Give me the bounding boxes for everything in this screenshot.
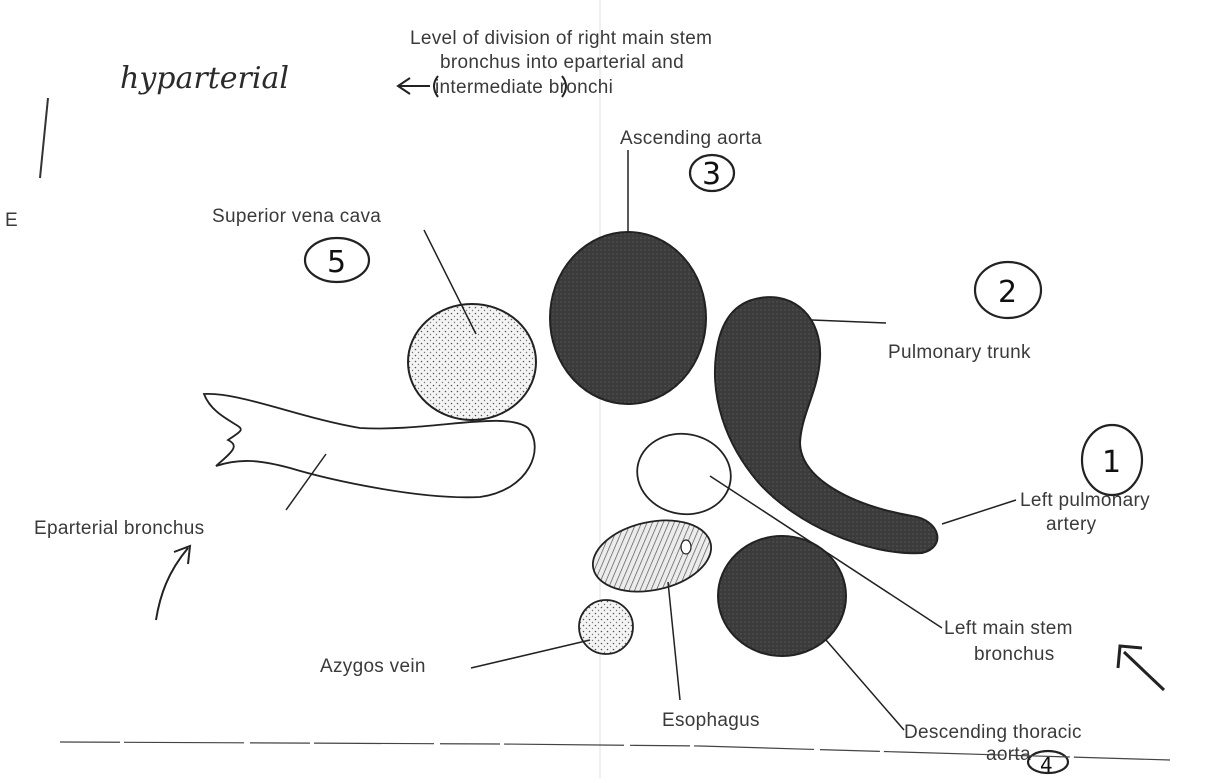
circled-number-4: 4 xyxy=(1028,751,1068,777)
esophagus-label: Esophagus xyxy=(662,710,760,731)
descending-aorta-shape xyxy=(718,536,846,656)
handwritten-pointer-arrow-icon xyxy=(1118,646,1164,690)
esophagus-shape xyxy=(586,510,718,601)
pulmonary-trunk-label: Pulmonary trunk xyxy=(888,342,1031,363)
svg-text:5: 5 xyxy=(327,245,346,280)
svg-text:1: 1 xyxy=(1102,445,1121,480)
azygos-vein-label: Azygos vein xyxy=(320,656,426,677)
superior-vena-cava-shape xyxy=(408,304,536,420)
eparterial-bronchus-label: Eparterial bronchus xyxy=(34,518,204,539)
margin-mark: E xyxy=(5,210,18,231)
azygos-vein-leader xyxy=(471,640,590,668)
left-pulmonary-artery-label-line2: artery xyxy=(1046,514,1097,535)
left-pulmonary-artery-label-line1: Left pulmonary xyxy=(1020,490,1150,511)
circled-number-5: 5 xyxy=(305,238,369,282)
left-main-stem-bronchus-label-line2: bronchus xyxy=(974,644,1055,665)
esophagus-lumen xyxy=(681,540,691,554)
circled-number-1: 1 xyxy=(1082,425,1142,495)
left-main-stem-bronchus-shape xyxy=(631,426,737,521)
margin-pen-stroke xyxy=(40,98,48,178)
circled-number-3: 3 xyxy=(690,155,734,192)
handwritten-arrow-icon xyxy=(398,78,430,94)
svg-text:3: 3 xyxy=(702,157,721,192)
esophagus-leader xyxy=(668,582,680,700)
handwritten-up-arrow-icon xyxy=(156,546,190,620)
header-line-3: intermediate bronchi xyxy=(435,77,613,98)
header-line-2: bronchus into eparterial and xyxy=(440,52,684,73)
azygos-vein-shape xyxy=(579,600,633,654)
svg-text:2: 2 xyxy=(998,275,1017,310)
ascending-aorta-shape xyxy=(550,232,706,404)
left-pulmonary-artery-leader xyxy=(942,500,1016,524)
ascending-aorta-label: Ascending aorta xyxy=(620,128,762,149)
descending-aorta-label-line1: Descending thoracic xyxy=(904,722,1082,743)
superior-vena-cava-label: Superior vena cava xyxy=(212,206,381,227)
header-line-1: Level of division of right main stem xyxy=(410,28,712,49)
descending-aorta-leader xyxy=(826,640,904,730)
circled-number-2: 2 xyxy=(975,262,1041,318)
handwritten-note: hyparterial xyxy=(120,61,289,96)
left-main-stem-bronchus-label-line1: Left main stem xyxy=(944,618,1073,639)
pulmonary-trunk-leader xyxy=(812,320,886,323)
pulmonary-trunk-shape xyxy=(715,297,937,553)
